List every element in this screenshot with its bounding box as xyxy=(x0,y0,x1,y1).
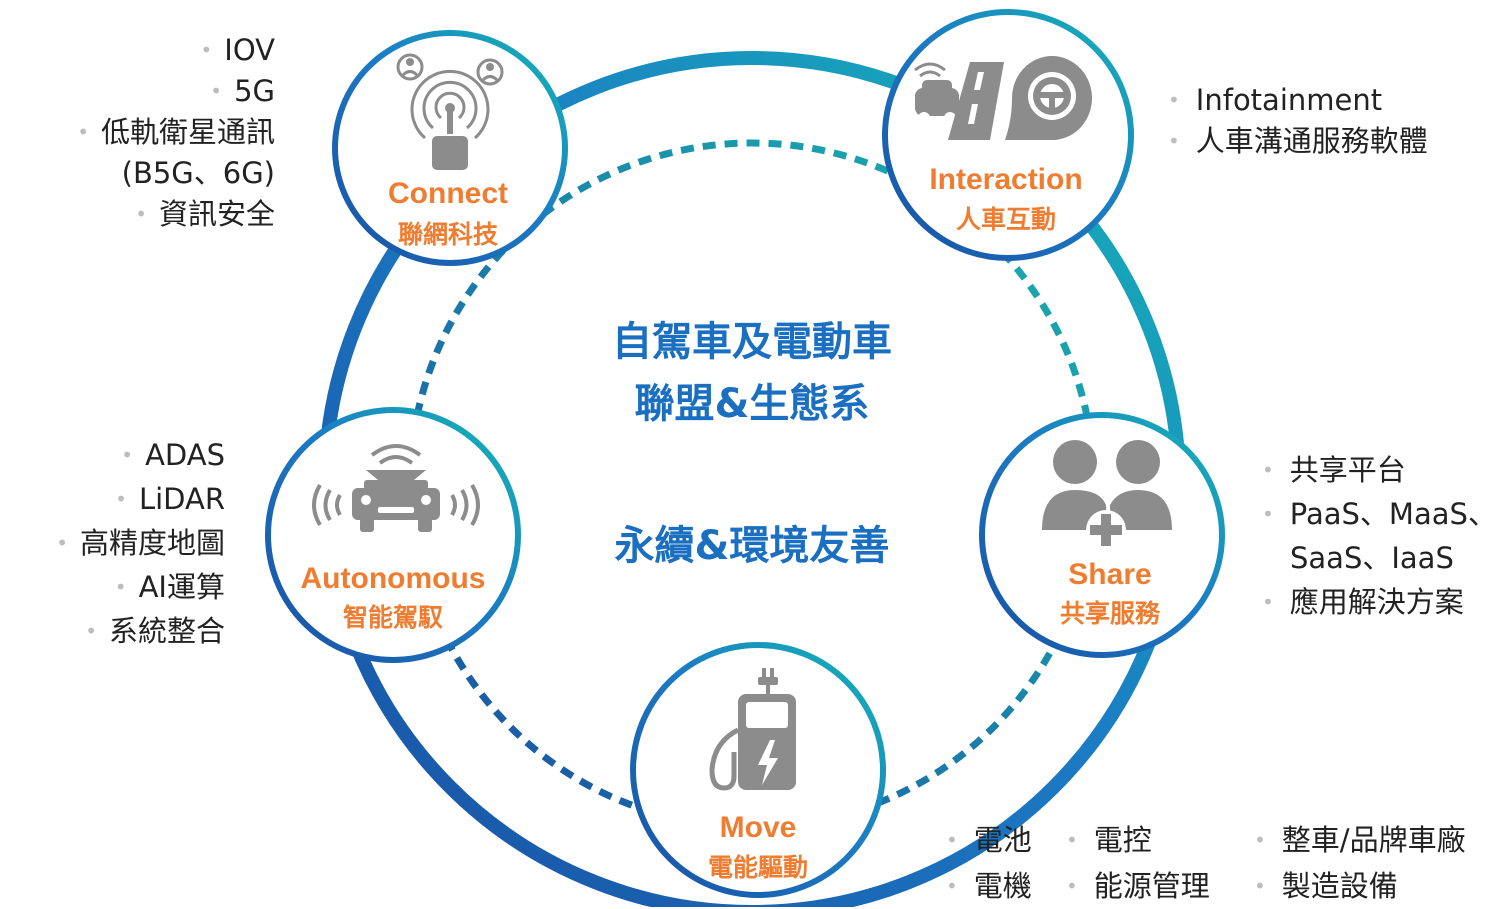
autonomous-car-icon xyxy=(312,444,480,532)
center-title-line1: 自駕車及電動車 xyxy=(612,319,892,365)
node-interaction: Interaction 人車互動 xyxy=(882,9,1134,261)
list-item: •共享平台 xyxy=(1262,453,1406,487)
shared-users-icon xyxy=(1042,440,1172,550)
list-item: •LiDAR xyxy=(115,482,225,516)
interaction-feature-list: •Infotainment •人車溝通服務軟體 xyxy=(1168,80,1428,162)
bullet-icon: • xyxy=(1066,828,1078,852)
list-item: •電池 xyxy=(946,823,1032,857)
list-item: •AI運算 xyxy=(114,570,225,604)
list-item: •IOV xyxy=(200,33,275,67)
bullet-icon: • xyxy=(135,202,147,226)
bullet-icon: • xyxy=(114,575,127,599)
node-connect: Connect 聯網科技 xyxy=(332,30,568,266)
node-share: Share 共享服務 xyxy=(979,412,1225,658)
node-move: Move 電能驅動 xyxy=(630,642,886,898)
list-item: •製造設備 xyxy=(1254,869,1398,903)
list-item: •Infotainment xyxy=(1168,83,1383,117)
connect-label-zh: 聯網科技 xyxy=(398,220,498,249)
bullet-icon: • xyxy=(946,828,958,852)
autonomous-label-en: Autonomous xyxy=(301,562,486,595)
share-label-zh: 共享服務 xyxy=(1060,599,1161,628)
bullet-icon: • xyxy=(77,120,89,144)
share-label-en: Share xyxy=(1068,558,1151,591)
bullet-icon: • xyxy=(1262,458,1274,482)
bullet-icon: • xyxy=(121,443,134,467)
bullet-icon: • xyxy=(1262,502,1274,526)
bullet-icon: • xyxy=(210,79,223,103)
list-item: •低軌衛星通訊 xyxy=(77,115,275,149)
move-label-zh: 電能驅動 xyxy=(708,853,808,882)
interaction-label-en: Interaction xyxy=(929,163,1082,196)
list-item: SaaS、IaaS xyxy=(1290,541,1454,575)
list-item: •系統整合 xyxy=(85,614,225,648)
list-item: •能源管理 xyxy=(1066,869,1210,903)
move-feature-list-col1: •電池 •電機 xyxy=(946,817,1032,909)
bullet-icon: • xyxy=(1066,874,1078,898)
bullet-icon: • xyxy=(1168,129,1180,153)
interaction-label-zh: 人車互動 xyxy=(956,205,1056,234)
car-road-steering-icon xyxy=(914,56,1093,141)
bullet-icon: • xyxy=(1262,590,1274,614)
connect-label-en: Connect xyxy=(388,177,508,210)
list-item: •應用解決方案 xyxy=(1262,585,1464,619)
center-title-line3: 永續&環境友善 xyxy=(615,523,890,569)
wireless-people-icon xyxy=(396,53,504,170)
bullet-icon: • xyxy=(115,487,127,511)
bullet-icon: • xyxy=(946,874,958,898)
move-feature-list-col2: •電控 •能源管理 xyxy=(1066,817,1210,909)
move-feature-list-col3: •整車/品牌車廠 •製造設備 xyxy=(1254,817,1466,909)
node-autonomous: Autonomous 智能駕馭 xyxy=(265,407,521,663)
list-item: •PaaS、MaaS、 xyxy=(1262,497,1497,531)
bullet-icon: • xyxy=(56,531,68,555)
bullet-icon: • xyxy=(1254,874,1266,898)
list-item: •電控 xyxy=(1066,823,1152,857)
list-item: •5G xyxy=(210,74,275,108)
autonomous-feature-list: •ADAS •LiDAR •高精度地圖 •AI運算 •系統整合 xyxy=(56,433,225,653)
bullet-icon: • xyxy=(85,619,97,643)
list-item: •資訊安全 xyxy=(135,197,275,231)
bullet-icon: • xyxy=(1254,828,1266,852)
share-feature-list: •共享平台 •PaaS、MaaS、 SaaS、IaaS •應用解決方案 xyxy=(1262,448,1497,624)
list-item: •人車溝通服務軟體 xyxy=(1168,124,1428,158)
bullet-icon: • xyxy=(200,38,213,62)
list-item: •整車/品牌車廠 xyxy=(1254,823,1466,857)
ev-charger-icon xyxy=(709,668,796,791)
bullet-icon: • xyxy=(1168,88,1180,112)
center-title-line2: 聯盟&生態系 xyxy=(635,381,870,427)
move-label-en: Move xyxy=(720,811,797,844)
list-item: (B5G、6G) xyxy=(121,156,275,190)
list-item: •ADAS xyxy=(121,438,225,472)
list-item: •電機 xyxy=(946,869,1032,903)
list-item: •高精度地圖 xyxy=(56,526,225,560)
connect-feature-list: •IOV •5G •低軌衛星通訊 (B5G、6G) •資訊安全 xyxy=(77,30,275,235)
autonomous-label-zh: 智能駕馭 xyxy=(343,603,443,632)
